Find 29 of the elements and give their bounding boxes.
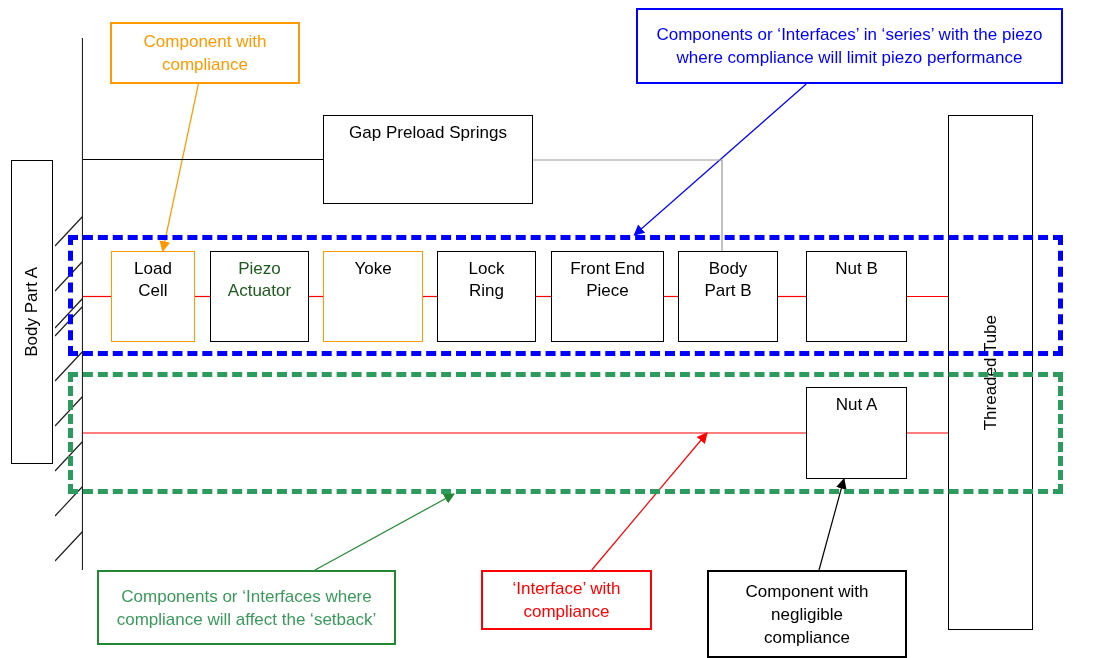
connector-line xyxy=(532,159,723,252)
connector-line xyxy=(777,295,807,298)
component-box: Body Part B xyxy=(678,251,778,342)
callout-box: Component with compliance xyxy=(110,22,300,84)
dashed-region xyxy=(68,235,1063,356)
leader-arrow xyxy=(159,83,199,253)
connector-line xyxy=(82,295,112,298)
callout-box: Components or ‘Interfaces where compliance will affect the ‘setback’ xyxy=(97,570,396,645)
connector-line xyxy=(82,158,324,161)
tube-box: Threaded Tube xyxy=(948,115,1033,630)
leader-arrow xyxy=(314,493,455,571)
component-box: Yoke xyxy=(323,251,423,342)
connector-line xyxy=(906,295,949,298)
callout-box: Components or ‘Interfaces’ in ‘series’ with the piezo where compliance will limit piezo performance xyxy=(636,8,1063,84)
leader-arrow xyxy=(633,83,807,236)
leader-arrow xyxy=(591,432,708,571)
callout-box: Component with negligible compliance xyxy=(707,570,907,658)
callout-box: ‘Interface’ with compliance xyxy=(481,570,652,630)
body-part-box: Body Part A xyxy=(11,160,53,464)
spring-box: Gap Preload Springs xyxy=(323,115,533,204)
leader-arrow xyxy=(818,477,847,571)
component-box: Nut B xyxy=(806,251,907,342)
component-box: Nut A xyxy=(806,387,907,479)
connector-line xyxy=(906,432,949,434)
component-box: Lock Ring xyxy=(437,251,536,342)
connector-line xyxy=(82,432,807,434)
component-box: Piezo Actuator xyxy=(210,251,309,342)
component-box: Load Cell xyxy=(111,251,195,342)
component-box: Front End Piece xyxy=(551,251,664,342)
